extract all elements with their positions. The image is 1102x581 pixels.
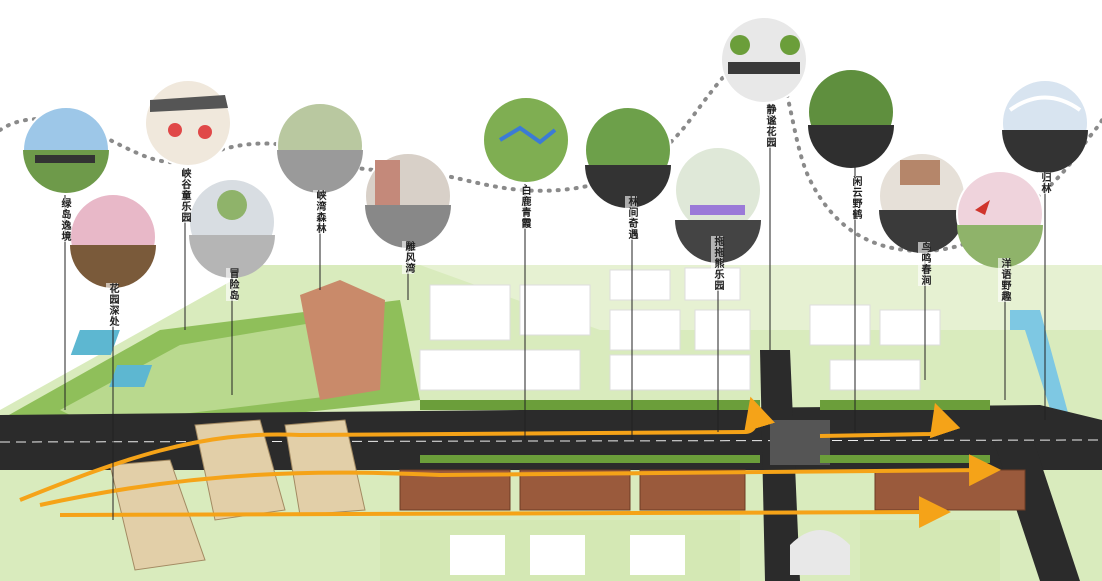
label-xiagu: 峡谷童乐园 — [178, 168, 190, 223]
photo-xiawan — [276, 102, 364, 193]
photo-bailu — [482, 96, 570, 184]
route-upper — [19, 396, 775, 502]
photo-linjian — [584, 106, 672, 208]
canal — [1010, 310, 1102, 440]
label-linjian: 林间奇遇 — [625, 196, 637, 240]
photo-niaoming — [878, 152, 966, 253]
label-xianyun: 闲云野鹤 — [849, 176, 861, 220]
label-bailu: 白鹿青霞 — [518, 185, 530, 229]
photo-xianyun — [807, 68, 895, 168]
route-lower — [59, 496, 951, 529]
label-xiawan: 峡湾森林 — [313, 190, 325, 234]
routes — [19, 396, 1001, 529]
tree-rows — [420, 400, 990, 463]
roads — [0, 350, 1102, 581]
white-buildings — [419, 267, 941, 391]
route-upper-right — [819, 402, 961, 439]
route-middle — [39, 454, 1001, 507]
linear-park — [0, 280, 420, 440]
photo-lvdao — [22, 106, 110, 194]
photo-xiagu — [144, 79, 232, 167]
label-huayuan: 花园深处 — [106, 283, 118, 327]
label-tuotuo: 拖拖熊乐园 — [711, 236, 723, 291]
photo-guilin — [1001, 79, 1089, 173]
label-diaofeng: 雕风湾 — [402, 241, 414, 274]
label-yangyu: 洋语野趣 — [998, 258, 1010, 302]
photo-huayuan — [69, 193, 157, 288]
label-jingmi: 静谧花园 — [763, 104, 775, 148]
photo-circles — [22, 16, 1089, 288]
photo-diaofeng — [364, 152, 452, 248]
photo-jingmi — [720, 16, 808, 104]
photo-maoxian — [188, 178, 276, 278]
label-guilin: 归林 — [1038, 172, 1050, 194]
label-lvdao: 绿岛逸境 — [58, 198, 70, 242]
label-niaoming: 鸟鸣春涧 — [918, 242, 930, 286]
photo-yangyu — [956, 170, 1044, 268]
label-maoxian: 冒险岛 — [226, 268, 238, 301]
lower-blocks — [380, 520, 1000, 581]
